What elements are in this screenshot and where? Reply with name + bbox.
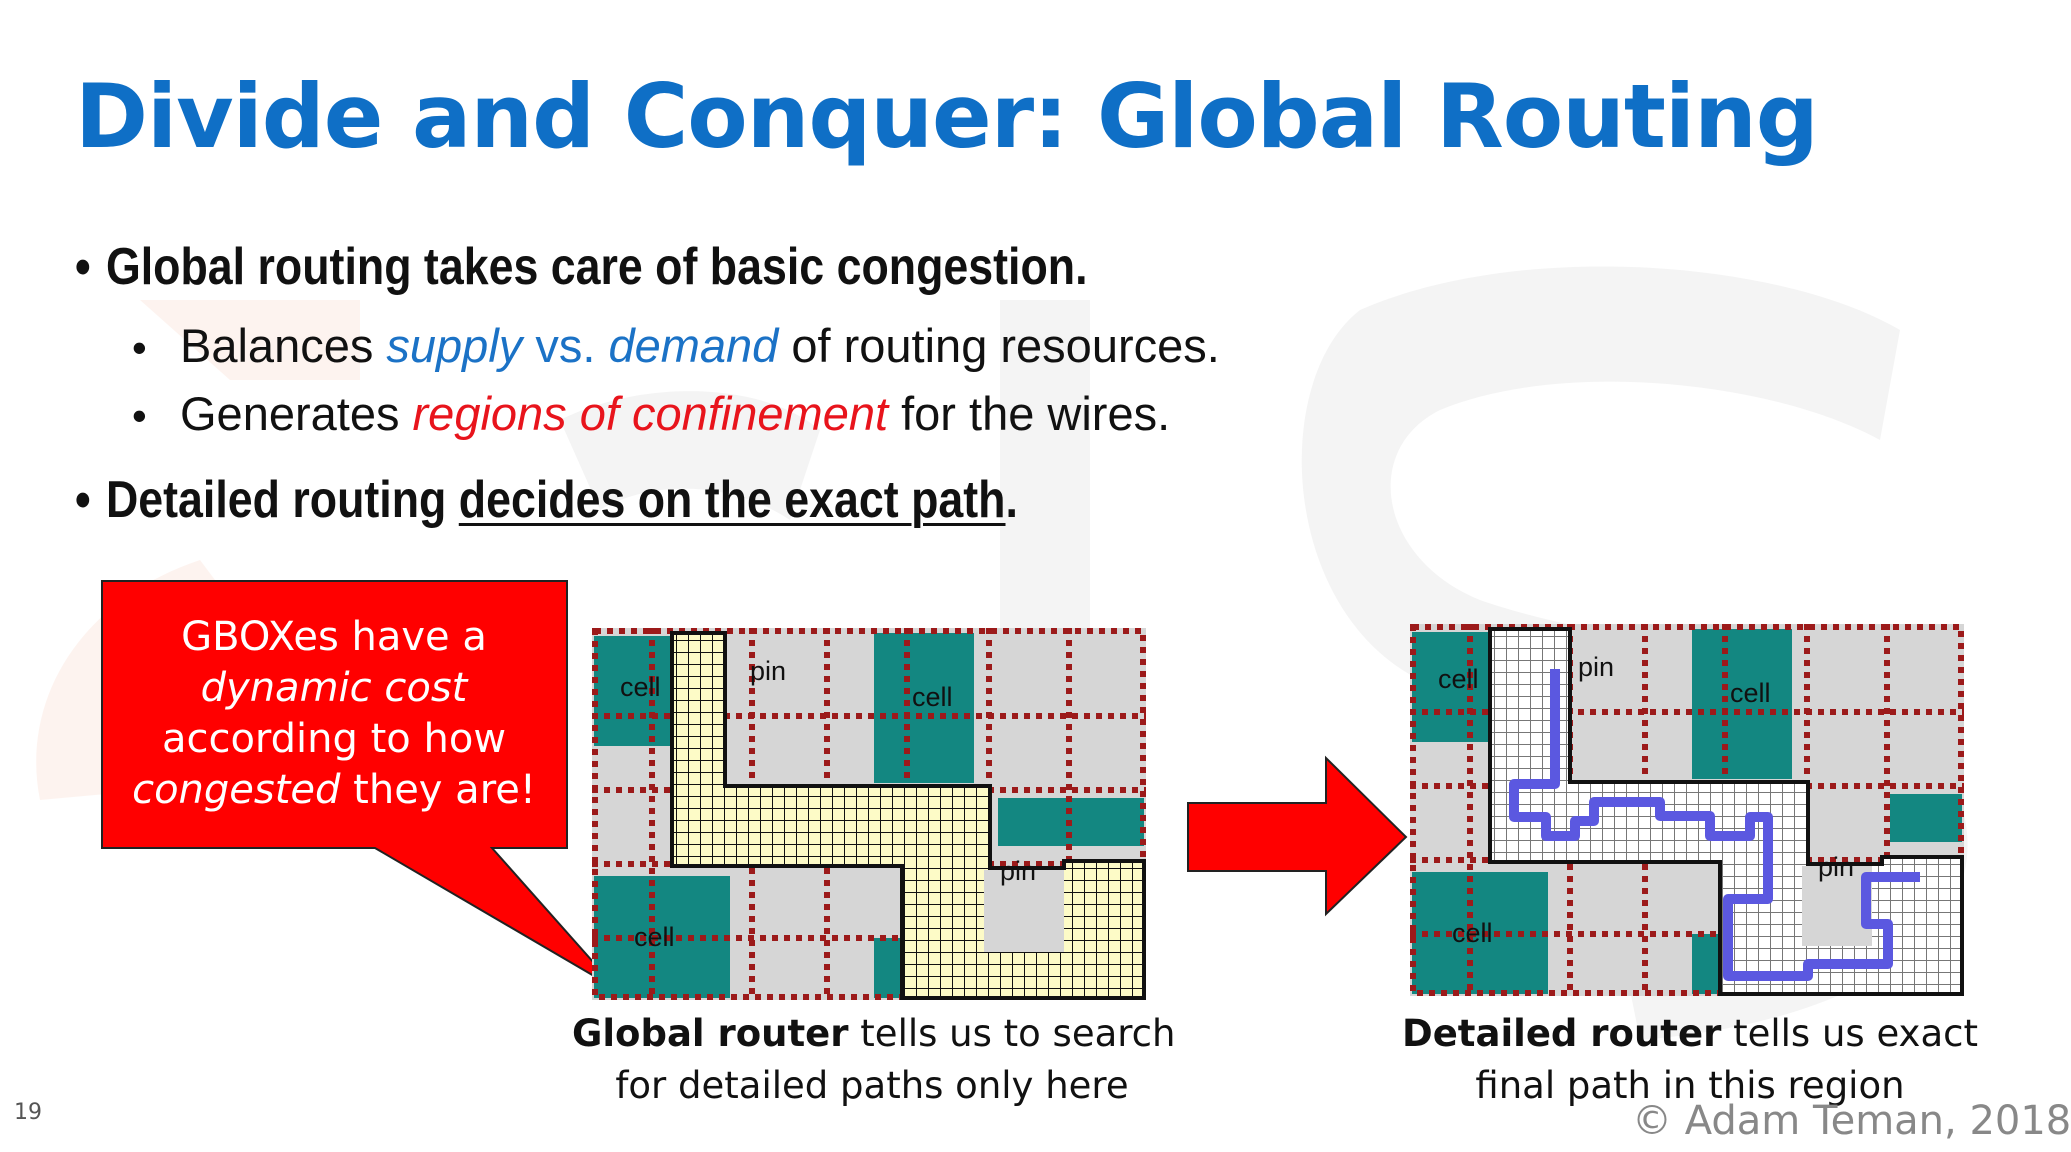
caption-bold: Detailed router bbox=[1402, 1012, 1722, 1055]
callout-line-3: according to how bbox=[161, 716, 507, 762]
bullet-marker: • bbox=[75, 238, 91, 296]
cell-block bbox=[874, 633, 974, 783]
caption-rest: tells us to search bbox=[848, 1012, 1176, 1055]
bullet-marker: • bbox=[75, 471, 91, 529]
detailed-route-wire bbox=[1509, 669, 1920, 981]
emphasis-regions: regions of confinement bbox=[412, 387, 889, 440]
cell-label: cell bbox=[1438, 664, 1479, 694]
detailed-router-figure: cell pin cell pin cell bbox=[1410, 624, 1964, 996]
callout-emphasis-congested: congested bbox=[132, 767, 341, 813]
copyright-notice: © Adam Teman, 2018 bbox=[1632, 1098, 2071, 1144]
bullet-text-post: . bbox=[1005, 471, 1018, 529]
bullet-text: Global routing takes care of basic conge… bbox=[105, 238, 1088, 296]
sub-bullet-text-post: for the wires. bbox=[888, 387, 1171, 440]
bullet-global-routing: •Global routing takes care of basic cong… bbox=[75, 237, 1088, 297]
emphasis-demand: demand bbox=[608, 319, 779, 372]
slide-title: Divide and Conquer: Global Routing bbox=[75, 65, 1819, 168]
text-vs: vs. bbox=[522, 319, 609, 372]
pin-label: pin bbox=[1818, 852, 1854, 882]
pin-label: pin bbox=[1000, 856, 1036, 886]
cell-block bbox=[1412, 632, 1492, 742]
caption-rest: tells us exact bbox=[1721, 1012, 1978, 1055]
bullet-detailed-routing: •Detailed routing decides on the exact p… bbox=[75, 470, 1018, 530]
callout-line-4: they are! bbox=[340, 767, 536, 813]
caption-line-2: final path in this region bbox=[1475, 1064, 1905, 1107]
sub-bullet-text-post: of routing resources. bbox=[778, 319, 1220, 372]
global-router-caption: Global router tells us to search for det… bbox=[572, 1008, 1175, 1112]
cell-label: cell bbox=[912, 682, 953, 712]
sub-bullet-confinement: • Generates regions of confinement for th… bbox=[132, 386, 1170, 444]
right-arrow-icon bbox=[1187, 755, 1408, 917]
caption-bold: Global router bbox=[572, 1012, 849, 1055]
pin-area bbox=[1802, 866, 1872, 946]
caption-line-2: for detailed paths only here bbox=[615, 1064, 1129, 1107]
sub-bullet-marker: • bbox=[132, 392, 147, 439]
underlined-text: decides on the exact path bbox=[458, 471, 1006, 529]
sub-bullet-text-pre: Generates bbox=[180, 387, 413, 440]
sub-bullet-text-pre: Balances bbox=[180, 319, 387, 372]
pin-area bbox=[984, 870, 1064, 952]
cell-block bbox=[594, 636, 674, 746]
pin-label: pin bbox=[750, 656, 786, 686]
emphasis-supply: supply bbox=[386, 319, 523, 372]
cell-label: cell bbox=[1730, 678, 1771, 708]
global-router-figure: cell pin cell pin cell bbox=[592, 628, 1146, 1000]
cell-label: cell bbox=[634, 922, 675, 952]
bullet-text-pre: Detailed routing bbox=[105, 471, 459, 529]
callout-line-2: dynamic cost bbox=[200, 665, 468, 711]
sub-bullet-marker: • bbox=[132, 324, 147, 371]
pin-label: pin bbox=[1578, 652, 1614, 682]
cell-label: cell bbox=[1452, 918, 1493, 948]
page-number: 19 bbox=[14, 1100, 42, 1125]
cell-block bbox=[1890, 794, 1962, 842]
cell-block bbox=[1692, 629, 1792, 779]
cell-label: cell bbox=[620, 672, 661, 702]
detailed-router-caption: Detailed router tells us exact final pat… bbox=[1390, 1008, 1990, 1112]
callout-line-1: GBOXes have a bbox=[181, 614, 487, 660]
sub-bullet-supply-demand: • Balances supply vs. demand of routing r… bbox=[132, 318, 1220, 376]
callout-text: GBOXes have a dynamic cost according to … bbox=[102, 612, 566, 816]
